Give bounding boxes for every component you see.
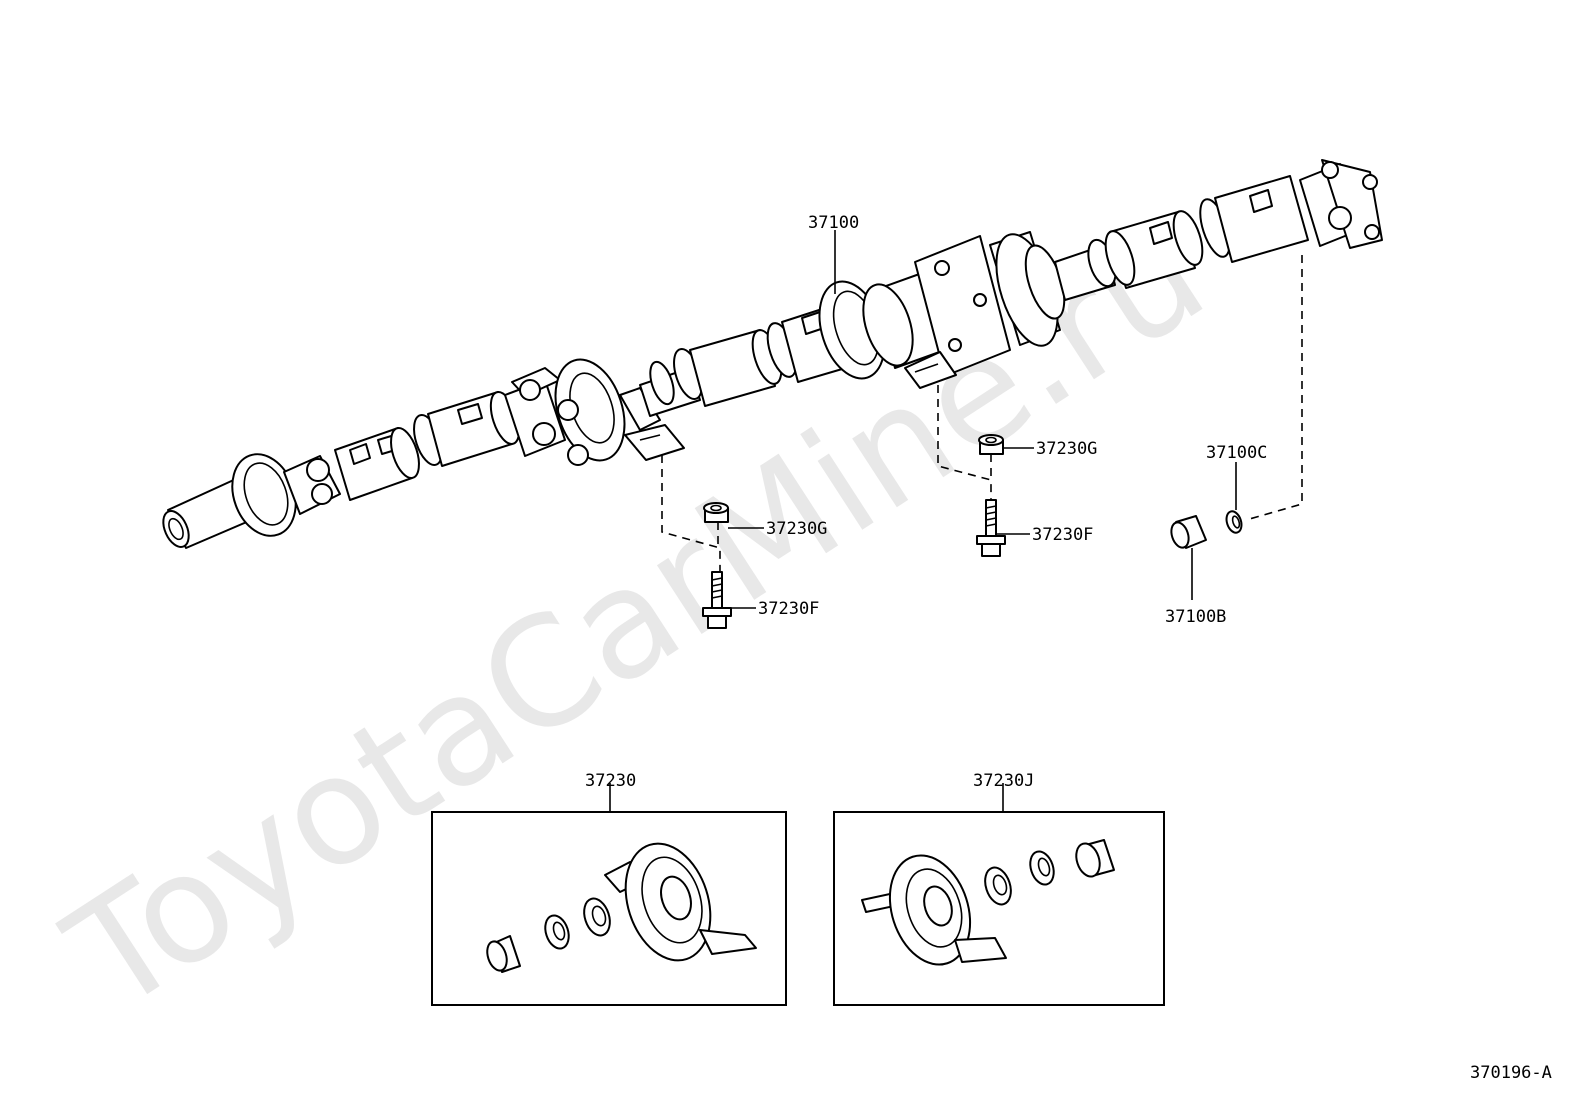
right-bolt-37230F [976, 499, 1006, 557]
left-center-bearing-bracket [624, 424, 685, 461]
nut-37100B [1170, 515, 1207, 549]
front-yoke [231, 453, 341, 537]
front-middle-tube [413, 391, 521, 467]
middle-shaft [639, 329, 783, 417]
propeller-shaft-assembly [162, 159, 1383, 549]
diagram-code: 370196-A [1470, 1063, 1552, 1083]
right-center-bearing-bracket [904, 351, 957, 389]
callout-37100C: 37100C [1206, 443, 1267, 463]
front-tube-section [334, 426, 420, 501]
callout-37230F-left: 37230F [758, 599, 819, 619]
left-washer-37230G [703, 502, 729, 523]
washer-37100C [1225, 510, 1243, 534]
right-washer-37230G [978, 434, 1004, 455]
callout-37100: 37100 [808, 213, 859, 233]
inset-box-37230J [833, 811, 1165, 1006]
callout-37230F-right: 37230F [1032, 525, 1093, 545]
inset-box-37230 [431, 811, 787, 1006]
left-bolt-37230F [702, 571, 732, 629]
left-universal-joint [504, 358, 661, 466]
callout-37230G-right: 37230G [1036, 439, 1097, 459]
callout-37230G-left: 37230G [766, 519, 827, 539]
rear-flange-yoke [1299, 159, 1383, 249]
leader-lines [609, 230, 1237, 812]
callout-37230J: 37230J [973, 771, 1034, 791]
rear-neck-tube [1054, 210, 1204, 301]
dashed-mount-lines [661, 255, 1303, 572]
rubber-coupling [862, 231, 1066, 377]
callout-37100B: 37100B [1165, 607, 1226, 627]
rear-tube [1199, 175, 1309, 263]
callout-37230: 37230 [585, 771, 636, 791]
